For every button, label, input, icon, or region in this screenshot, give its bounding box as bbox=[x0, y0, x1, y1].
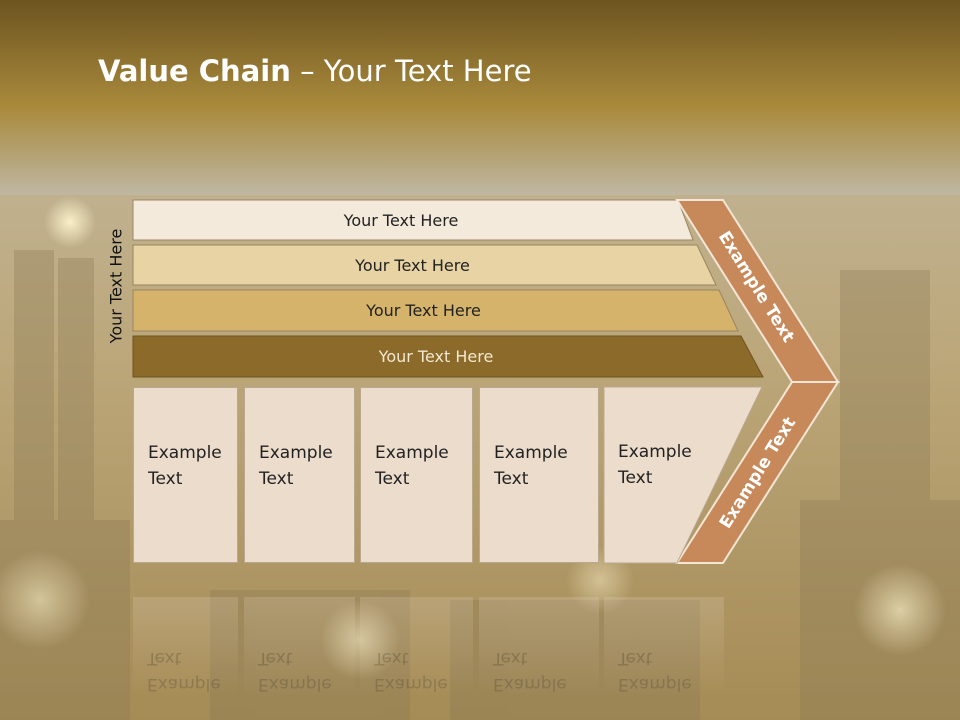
band-4: Your Text Here bbox=[133, 336, 763, 376]
band-3: Your Text Here bbox=[133, 290, 738, 330]
band-1: Your Text Here bbox=[133, 200, 693, 240]
band-2: Your Text Here bbox=[133, 245, 716, 285]
slide-title: Value Chain – Your Text Here bbox=[98, 54, 532, 88]
band-1-label: Your Text Here bbox=[343, 210, 459, 230]
band-4-label: Your Text Here bbox=[378, 346, 494, 366]
slide-title-rest: – Your Text Here bbox=[290, 54, 532, 88]
side-label: Your Text Here bbox=[106, 228, 126, 344]
slide-title-bold: Value Chain bbox=[98, 54, 291, 88]
band-3-label: Your Text Here bbox=[366, 300, 481, 320]
band-2-label: Your Text Here bbox=[355, 255, 470, 275]
